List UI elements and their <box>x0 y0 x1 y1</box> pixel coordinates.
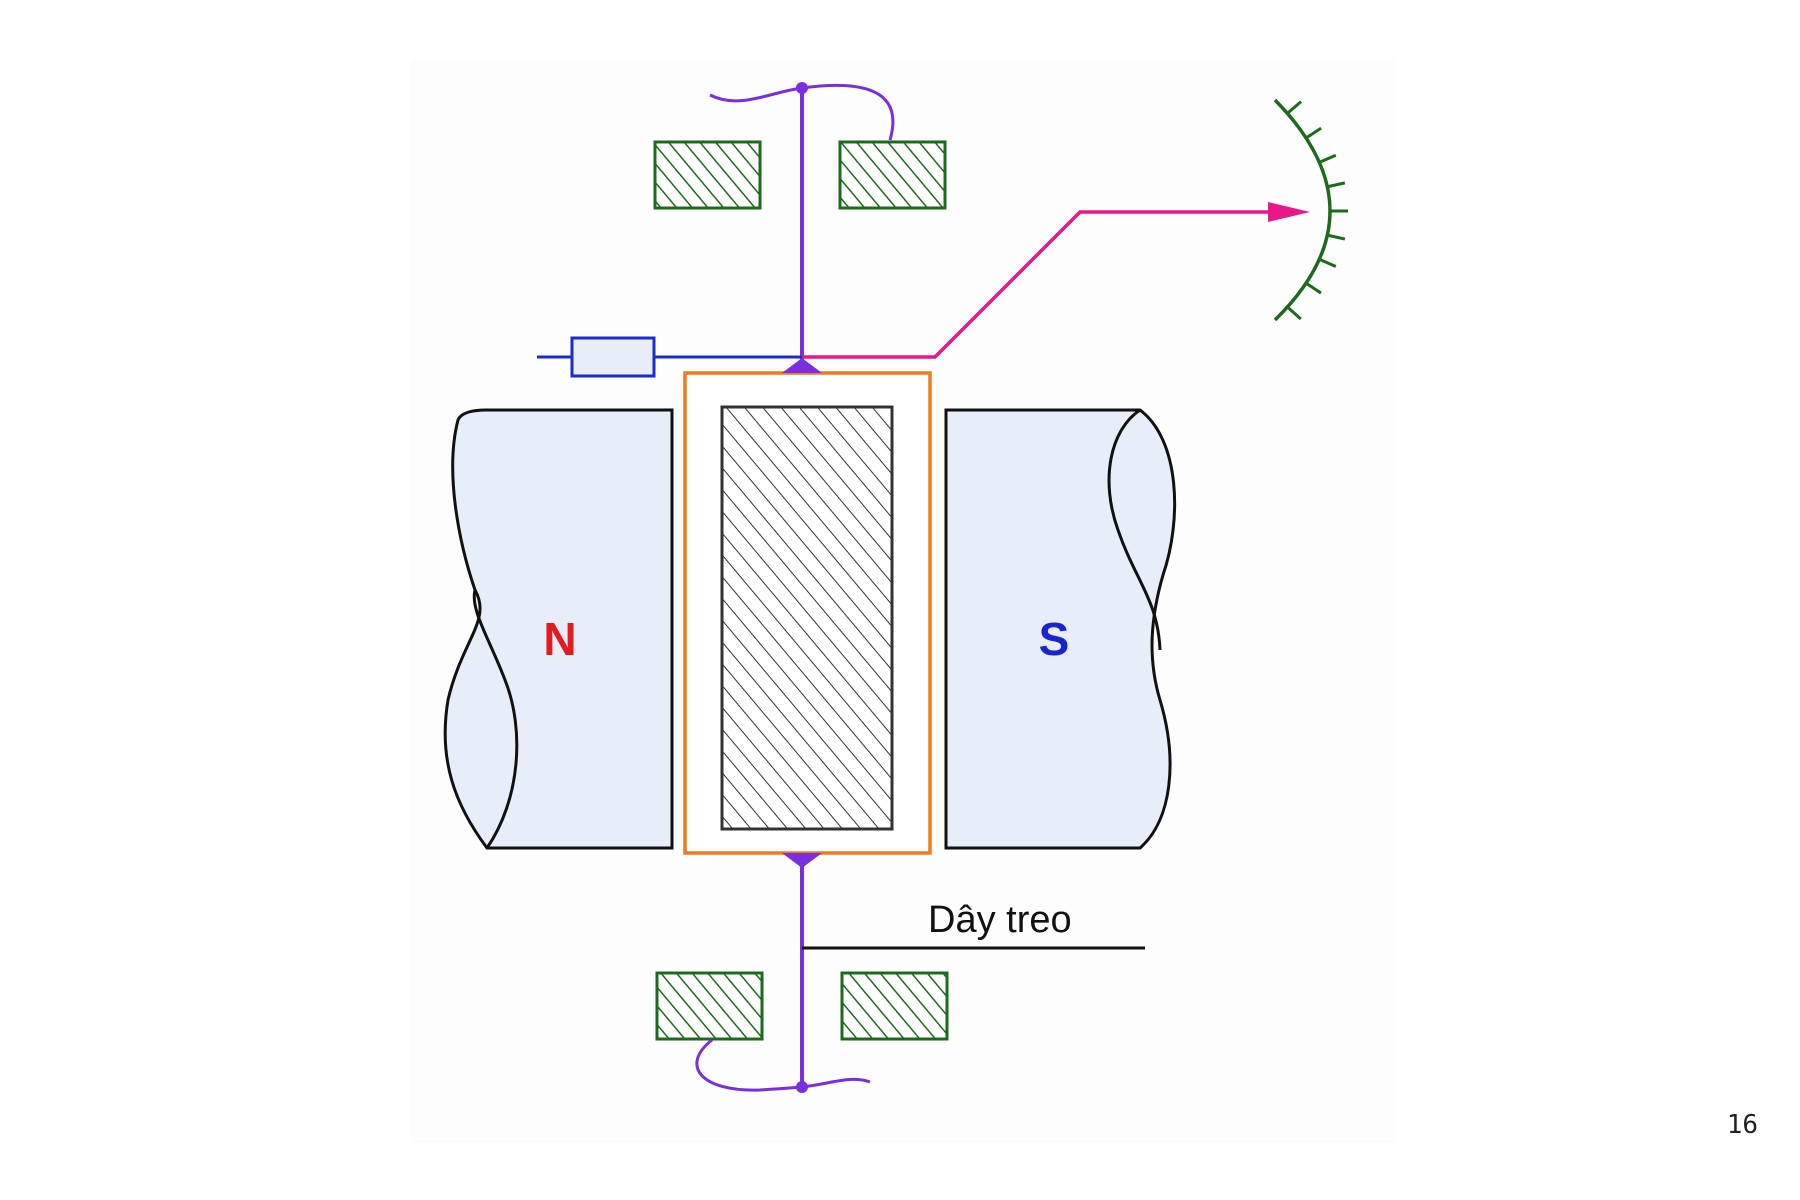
arrow-icon <box>1268 202 1310 222</box>
scale-tick <box>1305 281 1322 295</box>
iron-core <box>720 405 894 831</box>
scale-tick <box>1305 126 1322 140</box>
suspension-wire-label: Dây treo <box>928 899 1072 941</box>
north-magnet: N <box>443 408 674 850</box>
resistor-icon <box>570 336 656 378</box>
south-pole-label: S <box>1039 613 1070 665</box>
upper-right-bearing <box>838 140 947 210</box>
scale-tick <box>1318 257 1337 268</box>
upper-left-bearing <box>653 140 762 210</box>
lower-right-bearing <box>840 971 949 1041</box>
lower-spring-icon <box>695 1038 871 1092</box>
page-number: 16 <box>1726 1110 1758 1140</box>
scale-tick <box>1286 100 1302 115</box>
north-pole-label: N <box>543 613 576 665</box>
south-magnet: S <box>944 408 1177 850</box>
scale-tick <box>1286 305 1302 321</box>
lower-pivot-dot <box>796 1081 808 1093</box>
top-pivot <box>782 358 822 373</box>
scale-tick <box>1318 153 1337 164</box>
scale-icon <box>1273 98 1348 322</box>
scale-tick <box>1327 233 1346 241</box>
scale-tick <box>1327 181 1346 189</box>
lower-left-bearing <box>655 971 764 1041</box>
pointer-needle <box>802 210 1280 359</box>
